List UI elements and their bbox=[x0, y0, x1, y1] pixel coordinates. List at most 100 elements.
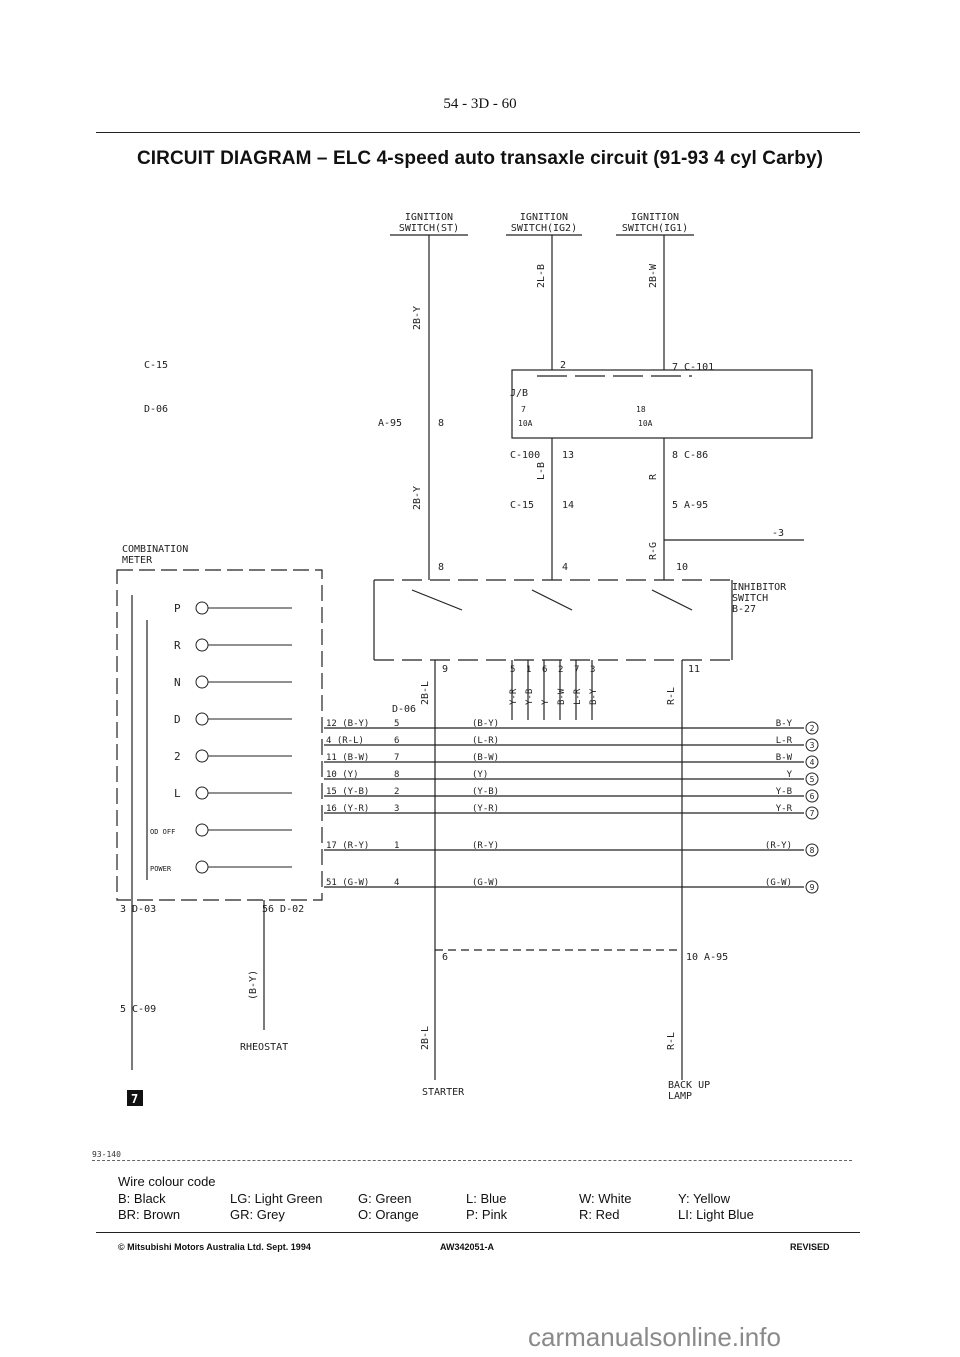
bus-label: B-W bbox=[776, 753, 793, 763]
pin-4: 4 bbox=[562, 562, 568, 573]
indicator-lamp-icon bbox=[195, 601, 209, 615]
rheostat-label: RHEOSTAT bbox=[240, 1042, 288, 1053]
starter-label: STARTER bbox=[422, 1087, 465, 1098]
conn-c09: 5 C-09 bbox=[120, 1004, 156, 1015]
ign-ig1-label-2: SWITCH(IG1) bbox=[622, 223, 688, 234]
bus-label: 11 (B-W) bbox=[326, 753, 369, 763]
meter-position-label: OD OFF bbox=[150, 828, 175, 836]
bus-label: 5 bbox=[394, 719, 399, 729]
bus-label: 6 bbox=[394, 736, 399, 746]
terminal-number: 8 bbox=[810, 846, 815, 855]
legend-item: O: Orange bbox=[358, 1207, 419, 1222]
pin-11: 11 bbox=[688, 664, 700, 675]
conn-a95-left: A-95 bbox=[378, 418, 402, 429]
bus-label: 12 (B-Y) bbox=[326, 719, 369, 729]
terminal-circle bbox=[805, 772, 819, 786]
terminal-circle bbox=[805, 806, 819, 820]
bus-label: 4 (R-L) bbox=[326, 736, 364, 746]
indicator-lamp-icon bbox=[195, 860, 209, 874]
inhibitor-wire-label: Y-B bbox=[525, 689, 535, 705]
inhibitor-pin: 2 bbox=[558, 665, 563, 675]
terminal-number: 3 bbox=[810, 741, 815, 750]
inhibitor-wire-label: B-W bbox=[557, 688, 567, 705]
bus-label: 1 bbox=[394, 841, 399, 851]
jb-label: J/B bbox=[510, 388, 528, 399]
terminal-number: 4 bbox=[810, 758, 815, 767]
bus-label: 51 (G-W) bbox=[326, 878, 369, 888]
backup-label-1: BACK UP bbox=[668, 1080, 710, 1091]
terminal-circle bbox=[805, 721, 819, 735]
pin-9: 9 bbox=[442, 664, 448, 675]
bus-label: 2 bbox=[394, 787, 399, 797]
legend-item: B: Black bbox=[118, 1191, 166, 1206]
conn-c100: C-100 bbox=[510, 450, 540, 461]
terminal-circle bbox=[805, 738, 819, 752]
pin-6: 6 bbox=[442, 952, 448, 963]
fuse-left-no: 7 bbox=[521, 405, 526, 414]
legend-item: P: Pink bbox=[466, 1207, 508, 1222]
inhibitor-wire-label: B-Y bbox=[589, 688, 599, 705]
ign-st-label-1: IGNITION bbox=[405, 212, 453, 223]
page-number: 54 - 3D - 60 bbox=[443, 96, 517, 112]
meter-label-1: COMBINATION bbox=[122, 544, 188, 555]
meter-position-label: L bbox=[174, 787, 181, 800]
footer-rule bbox=[96, 1232, 860, 1233]
fuse-right-no: 18 bbox=[636, 405, 646, 414]
meter-label-2: METER bbox=[122, 555, 153, 566]
meter-position-label: POWER bbox=[150, 865, 172, 873]
wire-2br-y-top: 2B-Y bbox=[412, 306, 423, 330]
terminal-number: 6 bbox=[810, 792, 815, 801]
legend-item: Y: Yellow bbox=[678, 1191, 731, 1206]
bus-label: (B-W) bbox=[472, 753, 499, 763]
bus-label: (Y-R) bbox=[472, 804, 499, 814]
inhibitor-pin: 3 bbox=[590, 665, 595, 675]
terminal-number: 9 bbox=[810, 883, 815, 892]
legend-item: R: Red bbox=[579, 1207, 620, 1222]
inhibitor-label-1: INHIBITOR bbox=[732, 582, 787, 593]
terminal-circle bbox=[805, 880, 819, 894]
top-rule bbox=[96, 132, 860, 133]
ign-ig2-label-1: IGNITION bbox=[520, 212, 568, 223]
wire-2b-w: 2B-W bbox=[648, 263, 659, 288]
bus-label: Y-B bbox=[776, 787, 792, 797]
pin-10: 10 bbox=[676, 562, 688, 573]
conn-c101: 7 C-101 bbox=[672, 362, 714, 373]
meter-position-label: 2 bbox=[174, 750, 181, 763]
inhibitor-wire-label: Y-R bbox=[509, 688, 519, 705]
fuse-right: 10A bbox=[638, 419, 653, 428]
legend-item: L: Blue bbox=[466, 1191, 507, 1206]
backup-label-2: LAMP bbox=[668, 1091, 692, 1102]
bus-label: (R-Y) bbox=[765, 841, 792, 851]
pin-14: 14 bbox=[562, 500, 574, 511]
bus-label: 15 (Y-B) bbox=[326, 787, 369, 797]
inhibitor-pin: 5 bbox=[510, 665, 515, 675]
wire-r-g: R-G bbox=[648, 542, 659, 560]
diagram-title: CIRCUIT DIAGRAM – ELC 4-speed auto trans… bbox=[136, 148, 824, 169]
inhibitor-pin: 7 bbox=[574, 665, 579, 675]
legend-heading: Wire colour code bbox=[118, 1174, 216, 1189]
conn-c86: 8 C-86 bbox=[672, 450, 708, 461]
footer-status: REVISED bbox=[790, 1242, 830, 1252]
meter-position-label: N bbox=[174, 676, 181, 689]
meter-position-label: R bbox=[174, 639, 181, 652]
conn-c15: C-15 bbox=[144, 360, 168, 371]
figure-marker: 7 bbox=[131, 1092, 138, 1106]
inhibitor-wire-label: Y bbox=[541, 699, 551, 705]
ground-label: -3 bbox=[772, 528, 784, 539]
figure-id: 93-140 bbox=[92, 1150, 121, 1159]
meter-position-label: P bbox=[174, 602, 181, 615]
indicator-lamp-icon bbox=[195, 786, 209, 800]
terminal-circle bbox=[805, 789, 819, 803]
conn-d06-mid: D-06 bbox=[392, 704, 416, 715]
pin-2: 2 bbox=[560, 360, 566, 371]
wire-r: R bbox=[648, 473, 659, 480]
bus-label: 16 (Y-R) bbox=[326, 804, 369, 814]
wire-r-l-low: R-L bbox=[666, 1032, 677, 1050]
footer-copyright: © Mitsubishi Motors Australia Ltd. Sept.… bbox=[118, 1242, 311, 1252]
pin-8-top: 8 bbox=[438, 418, 444, 429]
bus-label: B-Y bbox=[776, 719, 793, 729]
indicator-lamp-icon bbox=[195, 749, 209, 763]
bus-label: 17 (R-Y) bbox=[326, 841, 369, 851]
